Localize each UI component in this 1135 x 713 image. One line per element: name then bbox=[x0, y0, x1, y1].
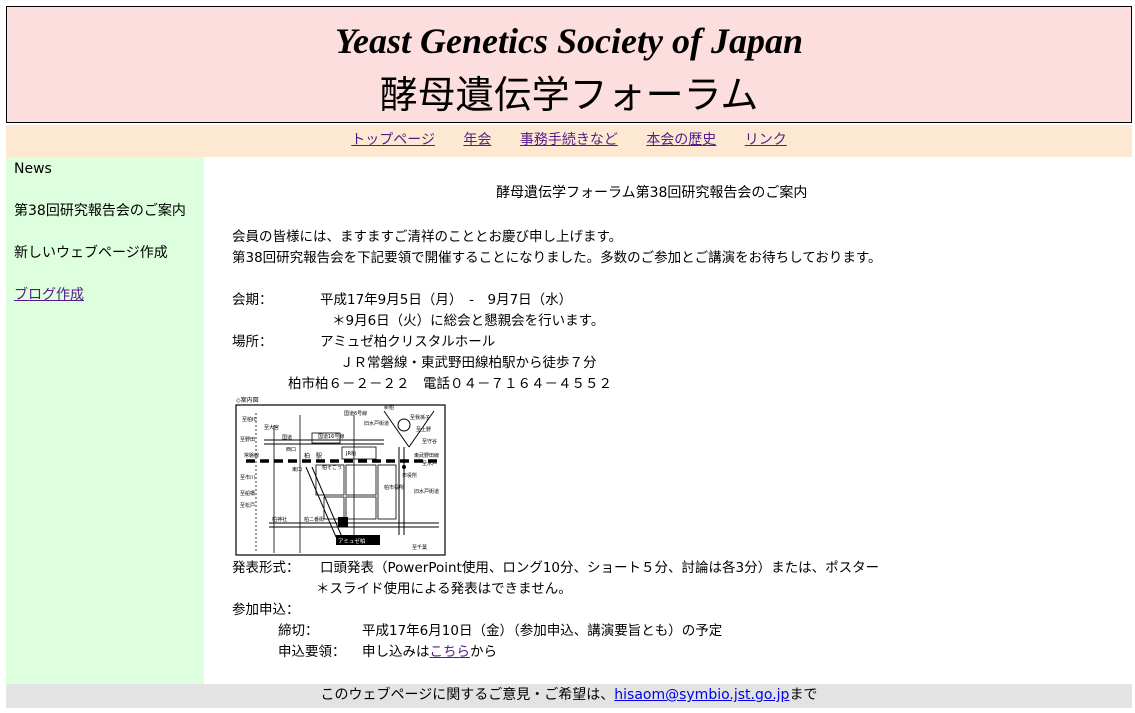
map-label-11: 旧水戸街道 bbox=[414, 488, 439, 495]
deadline-label: 締切： bbox=[278, 623, 319, 639]
footer-suffix: まで bbox=[789, 687, 818, 703]
format-note: ＊スライド使用による発表はできません。 bbox=[316, 581, 572, 597]
apply-here-link[interactable]: こちら bbox=[429, 644, 471, 660]
map-label-15: 新柏 bbox=[384, 404, 394, 411]
site-title-japanese: 酵母遺伝学フォーラム bbox=[379, 73, 759, 117]
nav-link-history[interactable]: 本会の歴史 bbox=[646, 132, 717, 148]
map-caption: ◇案内図 bbox=[236, 396, 259, 404]
map-venue-label: アミュゼ柏 bbox=[338, 537, 365, 545]
method-label: 申込要領： bbox=[278, 644, 346, 660]
format-value: 口頭発表（PowerPoint使用、ロング10分、ショート５分、討論は各3分）ま… bbox=[320, 560, 880, 576]
venue-address: 柏市柏６－２－２２ 電話０４－７１６４－４５５２ bbox=[288, 376, 612, 392]
date-label: 会期： bbox=[232, 292, 273, 308]
sidebar-item-meeting-info: 第38回研究報告会のご案内 bbox=[14, 203, 186, 219]
main-content: 酵母遺伝学フォーラム第38回研究報告会のご案内 会員の皆様には、ますますご清祥の… bbox=[232, 157, 1127, 684]
date-note: ＊9月6日（火）に総会と懇親会を行います。 bbox=[332, 313, 605, 329]
map-label-5: 至上野 bbox=[416, 426, 431, 433]
apply-label: 参加申込： bbox=[232, 602, 300, 618]
nav-link-procedures[interactable]: 事務手続きなど bbox=[519, 132, 618, 148]
venue-name: アミュゼ柏クリスタルホール bbox=[320, 334, 496, 350]
map-label-23: 至松戸 bbox=[240, 502, 255, 509]
venue-label: 場所： bbox=[232, 334, 273, 350]
method-line: 申し込みはこちらから bbox=[362, 642, 497, 663]
sidebar: News 第38回研究報告会のご案内 新しいウェブページ作成 ブログ作成 bbox=[6, 157, 204, 684]
site-footer: このウェブページに関するご意見・ご希望は、hisaom@symbio.jst.g… bbox=[6, 684, 1132, 708]
method-prefix: 申し込みは bbox=[362, 644, 430, 660]
map-label-17: 至大宮 bbox=[264, 424, 279, 431]
map-label-20: 国道 bbox=[282, 434, 292, 441]
map-station-label: 柏 駅 bbox=[304, 452, 322, 460]
map-label-25: 至守谷 bbox=[422, 438, 437, 445]
map-label-18: 柏そごう bbox=[322, 464, 342, 471]
map-label-26: 至野田 bbox=[240, 436, 255, 443]
map-label-13: 至千葉 bbox=[412, 544, 427, 551]
map-label-3: 至柏IC bbox=[242, 416, 257, 423]
map-label-4: 至我孫子 bbox=[410, 414, 430, 421]
site-header: Yeast Genetics Society of Japan 酵母遺伝学フォー… bbox=[6, 6, 1132, 123]
nav-link-top-page[interactable]: トップページ bbox=[351, 132, 435, 148]
deadline-value: 平成17年6月10日（金）（参加申込、講演要旨とも）の予定 bbox=[362, 623, 723, 639]
top-navigation: トップページ 年会 事務手続きなど 本会の歴史 リンク bbox=[6, 125, 1132, 157]
map-label-1: 常磐線 bbox=[244, 452, 259, 459]
footer-text: このウェブページに関するご意見・ご希望は、 bbox=[320, 687, 615, 703]
method-suffix: から bbox=[470, 644, 497, 660]
map-label-22: 至市川 bbox=[240, 474, 255, 481]
map-label-6: 至船橋 bbox=[240, 490, 255, 497]
map-label-9: 市役所 bbox=[402, 472, 417, 479]
access-map: ◇案内図 柏 駅 アミュゼ柏 国道 bbox=[234, 395, 448, 557]
map-label-24: 至水戸 bbox=[422, 460, 437, 467]
map-label-21: 柏市役所 bbox=[384, 484, 404, 491]
map-label-14: 旧水戸街道 bbox=[364, 420, 389, 427]
intro-line-2: 第38回研究報告会を下記要領で開催することになりました。多数のご参加とご講演をお… bbox=[232, 250, 882, 266]
venue-access: ＪＲ常磐線・東武野田線柏駅から徒歩７分 bbox=[340, 355, 597, 371]
intro-line-1: 会員の皆様には、ますますご清祥のこととお慶び申し上げます。 bbox=[232, 229, 623, 245]
footer-email-link[interactable]: hisaom@symbio.jst.go.jp bbox=[614, 687, 790, 703]
sidebar-link-blog[interactable]: ブログ作成 bbox=[14, 287, 84, 303]
nav-link-links[interactable]: リンク bbox=[744, 132, 787, 148]
map-label-0: 国道16号線 bbox=[318, 433, 344, 440]
map-label-7: 東口 bbox=[292, 466, 302, 473]
map-label-8: 西口 bbox=[286, 447, 296, 453]
map-label-12: 国道6号線 bbox=[344, 410, 367, 417]
map-label-16: 柏二番街 bbox=[304, 516, 324, 523]
date-value: 平成17年9月5日（月） - 9月7日（水） bbox=[320, 292, 573, 308]
format-label: 発表形式： bbox=[232, 560, 300, 576]
sidebar-item-news: News bbox=[14, 161, 52, 177]
sidebar-item-new-webpage: 新しいウェブページ作成 bbox=[14, 245, 168, 261]
access-map-image: ◇案内図 柏 駅 アミュゼ柏 国道 bbox=[235, 396, 446, 556]
map-label-10: 柏神社 bbox=[272, 516, 287, 523]
site-title-english: Yeast Genetics Society of Japan bbox=[335, 21, 803, 61]
page-title: 酵母遺伝学フォーラム第38回研究報告会のご案内 bbox=[496, 185, 808, 201]
map-label-19: JR柏 bbox=[345, 450, 356, 457]
map-label-2: 東武野田線 bbox=[414, 452, 439, 459]
nav-link-annual-meeting[interactable]: 年会 bbox=[463, 132, 492, 148]
